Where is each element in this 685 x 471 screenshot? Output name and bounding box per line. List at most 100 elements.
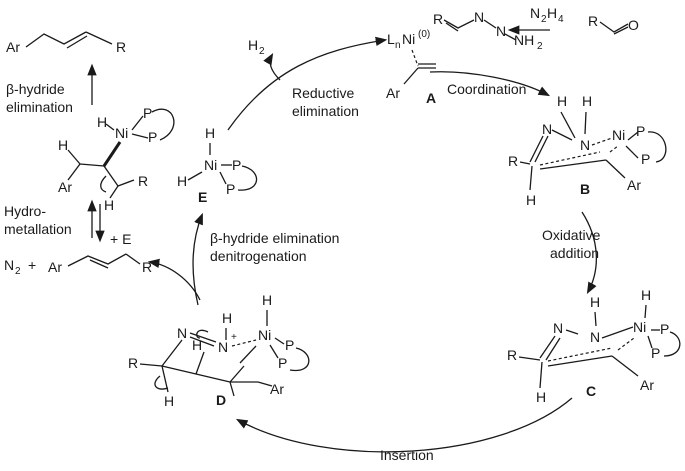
- svg-text:L: L: [387, 31, 395, 47]
- svg-text:4: 4: [558, 14, 564, 25]
- arrow-n2-release: [147, 258, 201, 301]
- svg-text:H: H: [222, 310, 232, 326]
- svg-text:N: N: [542, 121, 552, 137]
- svg-text:R: R: [116, 39, 126, 55]
- arrow-oxidative-addition: [581, 211, 597, 295]
- svg-text:C: C: [586, 383, 596, 399]
- svg-text:N: N: [4, 257, 14, 273]
- svg-text:Ar: Ar: [270, 381, 284, 397]
- complex-D: N N + H Ni H P P R H H Ar D: [128, 292, 310, 409]
- svg-text:(0): (0): [418, 29, 430, 40]
- svg-text:2: 2: [259, 46, 265, 57]
- svg-text:H: H: [104, 197, 114, 213]
- svg-text:Ar: Ar: [48, 259, 62, 275]
- arrow-h2-release: [263, 52, 281, 81]
- svg-text:Ar: Ar: [627, 177, 641, 193]
- svg-text:N: N: [580, 137, 590, 153]
- svg-text:A: A: [426, 90, 436, 106]
- svg-text:B: B: [580, 181, 590, 197]
- alkyl-nickel-intermediate: H Ni P P H Ar R H: [58, 105, 175, 213]
- svg-text:Ni: Ni: [115, 125, 128, 141]
- svg-text:H: H: [590, 294, 600, 310]
- svg-text:E: E: [198, 189, 207, 205]
- svg-text:P: P: [285, 337, 294, 353]
- svg-text:2: 2: [541, 14, 547, 25]
- step-beta-hydride-elimination-line1: β-hydride: [6, 81, 65, 97]
- svg-text:+: +: [231, 332, 237, 343]
- svg-text:2: 2: [537, 41, 543, 52]
- svg-text:R: R: [142, 259, 152, 275]
- arrow-reductive-elimination: [227, 36, 388, 131]
- svg-text:NH: NH: [514, 32, 534, 48]
- h2-product: H 2: [248, 37, 265, 57]
- svg-text:H: H: [177, 173, 187, 189]
- step-beta-hydride-elimination-line2: elimination: [6, 99, 73, 115]
- step-beta-hydride-denitrogenation-line1: β-hydride elimination: [210, 230, 339, 246]
- step-reductive-elimination-line1: Reductive: [292, 85, 354, 101]
- svg-text:R: R: [128, 355, 138, 371]
- svg-text:N: N: [177, 325, 187, 341]
- svg-text:P: P: [636, 123, 645, 139]
- step-coordination: Coordination: [447, 81, 526, 97]
- svg-text:P: P: [641, 151, 650, 167]
- svg-text:H: H: [205, 125, 215, 141]
- svg-text:Ni: Ni: [402, 31, 415, 47]
- hydrazine-reagent: N 2 H 4: [530, 5, 564, 25]
- svg-text:H: H: [58, 137, 68, 153]
- plus-E-label: + E: [110, 231, 131, 247]
- svg-text:+: +: [28, 257, 36, 273]
- svg-text:D: D: [216, 392, 226, 408]
- svg-text:Ar: Ar: [6, 39, 20, 55]
- svg-text:H: H: [641, 287, 651, 303]
- step-hydrometallation-line2: metallation: [4, 221, 72, 237]
- svg-text:H: H: [547, 5, 557, 21]
- svg-text:Ar: Ar: [386, 85, 400, 101]
- aldehyde-reagent: R O: [588, 13, 639, 35]
- svg-text:P: P: [148, 129, 157, 145]
- svg-text:R: R: [138, 173, 148, 189]
- svg-text:n: n: [395, 40, 401, 51]
- arrow-coordination: [429, 71, 551, 97]
- svg-text:N: N: [553, 320, 563, 336]
- arrow-insertion-main: [235, 397, 573, 453]
- svg-text:N: N: [530, 5, 540, 21]
- svg-text:2: 2: [15, 266, 21, 277]
- alkene-product-top: Ar R: [6, 31, 126, 55]
- complex-C: N H N H Ni P P R H Ar C: [507, 287, 681, 405]
- svg-text:R: R: [588, 13, 598, 29]
- n2-and-alkene-product: N 2 + Ar R: [4, 253, 152, 277]
- step-oxidative-addition-line2: addition: [550, 245, 599, 261]
- svg-text:H: H: [557, 93, 567, 109]
- hydrazone-reagent: R N N NH 2: [433, 9, 543, 52]
- step-hydrometallation-line1: Hydro-: [4, 203, 46, 219]
- svg-text:R: R: [433, 11, 443, 27]
- svg-text:N: N: [218, 339, 228, 355]
- svg-text:Ar: Ar: [58, 179, 72, 195]
- svg-text:H: H: [192, 337, 202, 353]
- svg-text:P: P: [226, 181, 235, 197]
- svg-text:P: P: [651, 345, 660, 361]
- svg-text:O: O: [628, 17, 639, 33]
- svg-text:H: H: [248, 37, 258, 53]
- complex-A: L n Ni (0) Ar A: [386, 29, 436, 106]
- svg-text:Ni: Ni: [633, 319, 646, 335]
- svg-text:P: P: [143, 105, 152, 121]
- svg-text:R: R: [507, 347, 517, 363]
- complex-B: N H H N Ni P P R H Ar B: [508, 93, 667, 208]
- svg-text:N: N: [474, 9, 484, 25]
- svg-text:H: H: [582, 93, 592, 109]
- svg-text:P: P: [232, 157, 241, 173]
- svg-text:Ar: Ar: [640, 377, 654, 393]
- svg-text:Ni: Ni: [612, 127, 625, 143]
- svg-text:N: N: [590, 329, 600, 345]
- svg-text:Ni: Ni: [258, 327, 271, 343]
- svg-text:N: N: [496, 23, 506, 39]
- step-oxidative-addition-line1: Oxidative: [542, 227, 601, 243]
- step-beta-hydride-denitrogenation-line2: denitrogenation: [210, 248, 307, 264]
- arrow-denitrogenation: [192, 212, 203, 306]
- svg-text:H: H: [262, 292, 272, 308]
- svg-text:Ni: Ni: [204, 157, 217, 173]
- step-reductive-elimination-line2: elimination: [292, 103, 359, 119]
- svg-text:H: H: [536, 389, 546, 405]
- svg-text:H: H: [526, 192, 536, 208]
